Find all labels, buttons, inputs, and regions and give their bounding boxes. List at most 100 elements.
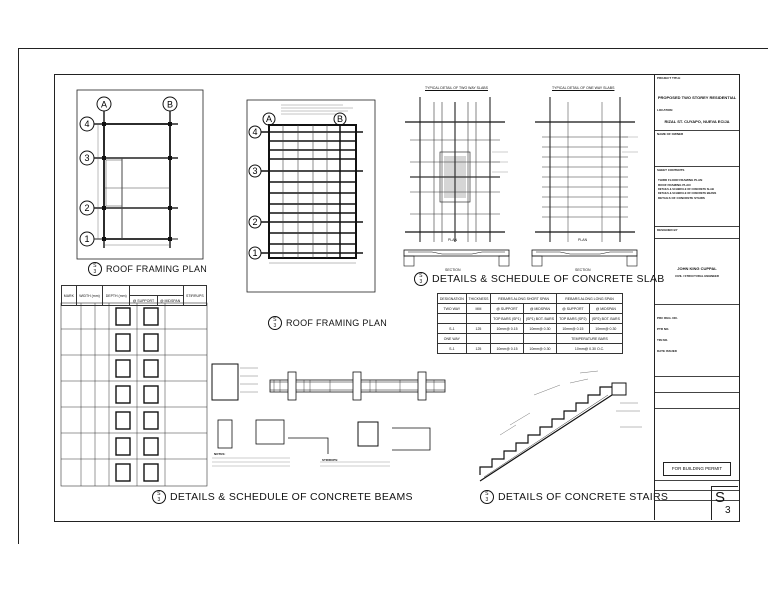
- prc-label: PRC REG. NO.: [657, 316, 678, 320]
- table-cell: [522, 333, 558, 344]
- sheet-contents-label: SHEET CONTENTS: [657, 168, 685, 172]
- sheet-contents-item: THIRD FLOOR FRAMING PLAN: [658, 178, 703, 182]
- project-title-label: PROJECT TITLE: [657, 76, 681, 80]
- drawing-border: [54, 74, 740, 522]
- table-cell: DESIGNATION: [437, 293, 467, 304]
- grid-letter-a: A: [101, 100, 107, 110]
- sheet-contents-item: DETAILS & SCHEDULE OF CONCRETE BEAMS: [658, 192, 717, 195]
- designed-by-label: DESIGNED BY: [657, 228, 678, 232]
- roof-framing-plan-2: A B 4 3 2 1: [246, 99, 376, 293]
- one-way-slab-detail-title: TYPICAL DETAIL OF ONE WAY SLABS: [552, 86, 615, 90]
- table-cell: @ SUPPORT: [129, 295, 158, 306]
- sheet-letter: S: [715, 489, 726, 506]
- table-cell: S-1: [437, 343, 467, 354]
- table-cell: ONE WAY: [437, 333, 467, 344]
- table-cell: [465, 333, 492, 344]
- two-way-slab-plan: [405, 97, 508, 242]
- stairs-detail: [479, 370, 642, 482]
- table-cell: THICKNESS: [465, 293, 492, 304]
- engineer-name: JOHN KING CUPPAL: [677, 266, 717, 271]
- table-cell: 125: [465, 343, 492, 354]
- stairs-title: DETAILS OF CONCRETE STAIRS: [498, 491, 669, 503]
- drawing-sheet: [18, 48, 768, 544]
- slab-title: DETAILS & SCHEDULE OF CONCRETE SLAB: [432, 273, 665, 285]
- sheet-number: 3: [725, 505, 731, 516]
- table-row: ONE WAY TEMPERATURE BARS: [437, 333, 623, 344]
- table-cell: [129, 285, 184, 296]
- table-row: DESIGNATION THICKNESS REBARS ALONG SHORT…: [437, 293, 623, 304]
- table-row: TWO WAY MM @ SUPPORT @ MIDSPAN @ SUPPORT…: [437, 303, 624, 314]
- table-cell: STIRRUPS: [182, 285, 208, 306]
- table-row: MARK WIDTH (mm) DEPTH (mm) STIRRUPS: [61, 285, 208, 306]
- sheet-contents-item: DETAILS OF CONCRETE STAIRS: [658, 196, 705, 200]
- one-way-slab-plan: [535, 97, 638, 242]
- table-cell: 10mm@ 0.15: [556, 323, 590, 334]
- table-cell: WIDTH (mm): [75, 285, 104, 306]
- table-row: @ SUPPORT @ MIDSPAN: [62, 295, 207, 306]
- table-row: S-1 125 10mm@ 0.15 10mm@ 0.30 10mm@ 0.15…: [437, 323, 624, 334]
- table-cell: [437, 313, 467, 324]
- table-row: S-1 125 10mm@ 0.15 10mm@ 0.30 10mm@ 0.30…: [437, 343, 623, 354]
- table-cell: MARK: [61, 285, 77, 306]
- grid-number-3: 3: [84, 153, 89, 163]
- grid-number-1: 1: [84, 234, 89, 244]
- table-cell: TWO WAY: [437, 303, 467, 314]
- project-title: PROPOSED TWO STOREY RESIDENTIAL: [657, 95, 737, 100]
- beam-stirrups-heading: STIRRUPS:: [322, 458, 339, 462]
- table-cell: 10mm@ 0.30 O.C.: [556, 343, 623, 354]
- sheet-contents-item: ROOF FRAMING PLAN: [658, 183, 691, 187]
- grid-number-4: 4: [84, 119, 89, 129]
- roof-framing-plan-1-title: ROOF FRAMING PLAN: [106, 264, 208, 274]
- table-cell: (SP2) BOT. BARS: [588, 313, 624, 324]
- table-cell: TEMPERATURE BARS: [556, 333, 623, 344]
- table-cell: (SP1) BOT. BARS: [522, 313, 558, 324]
- location-label: LOCATION: [657, 108, 673, 112]
- sheet-number-box: [711, 486, 738, 520]
- table-cell: @ MIDSPAN: [156, 295, 184, 306]
- table-cell: @ MIDSPAN: [522, 303, 558, 314]
- beams-title: DETAILS & SCHEDULE OF CONCRETE BEAMS: [170, 491, 413, 503]
- slab-sections: [403, 249, 638, 267]
- table-cell: @ SUPPORT: [490, 303, 524, 314]
- slab-schedule-table: DESIGNATION THICKNESS REBARS ALONG SHORT…: [437, 293, 624, 354]
- beam-section-grid: [60, 302, 208, 487]
- grid-number-2: 2: [84, 203, 89, 213]
- location: RIZAL ST. CUYAPO, NUEVA ECIJA: [664, 119, 730, 124]
- grid-letter-b-2: B: [337, 114, 343, 124]
- table-cell: 10mm@ 0.30: [588, 323, 624, 334]
- table-cell: S-1: [437, 323, 467, 334]
- beam-reinforcement-details: [211, 363, 446, 467]
- grid-number-3-2: 3: [252, 166, 257, 176]
- table-cell: @ SUPPORT: [556, 303, 590, 314]
- date-issued-label: DATE ISSUED: [657, 349, 677, 353]
- table-cell: [465, 313, 492, 324]
- roof-framing-plan-1: A B 4 3 2 1: [76, 89, 204, 260]
- grid-number-2-2: 2: [252, 217, 257, 227]
- two-way-slab-detail-title: TYPICAL DETAIL OF TWO WAY SLABS: [425, 86, 488, 90]
- ptr-label: PTR NO.: [657, 327, 670, 331]
- sheet-contents-item: DETAILS & SCHEDULE OF CONCRETE SLAB: [658, 188, 714, 191]
- table-cell: @ MIDSPAN: [588, 303, 624, 314]
- table-cell: TOP BARS (SP2): [556, 313, 590, 324]
- table-cell: REBARS ALONG LONG SPAN: [556, 293, 623, 304]
- table-cell: 10mm@ 0.30: [522, 343, 558, 354]
- table-cell: 10mm@ 0.15: [490, 343, 524, 354]
- one-way-section-label: SECTION: [575, 268, 591, 272]
- two-way-plan-label: PLAN: [448, 238, 458, 242]
- table-cell: [490, 333, 524, 344]
- tin-label: TIN NO.: [657, 338, 668, 342]
- table-cell: 10mm@ 0.15: [490, 323, 524, 334]
- title-block: PROJECT TITLE PROPOSED TWO STOREY RESIDE…: [654, 74, 739, 520]
- grid-letter-b: B: [167, 100, 173, 110]
- beam-schedule-table: MARK WIDTH (mm) DEPTH (mm) STIRRUPS @ SU…: [61, 285, 208, 306]
- grid-number-4-2: 4: [252, 127, 257, 137]
- grid-letter-a-2: A: [266, 114, 272, 124]
